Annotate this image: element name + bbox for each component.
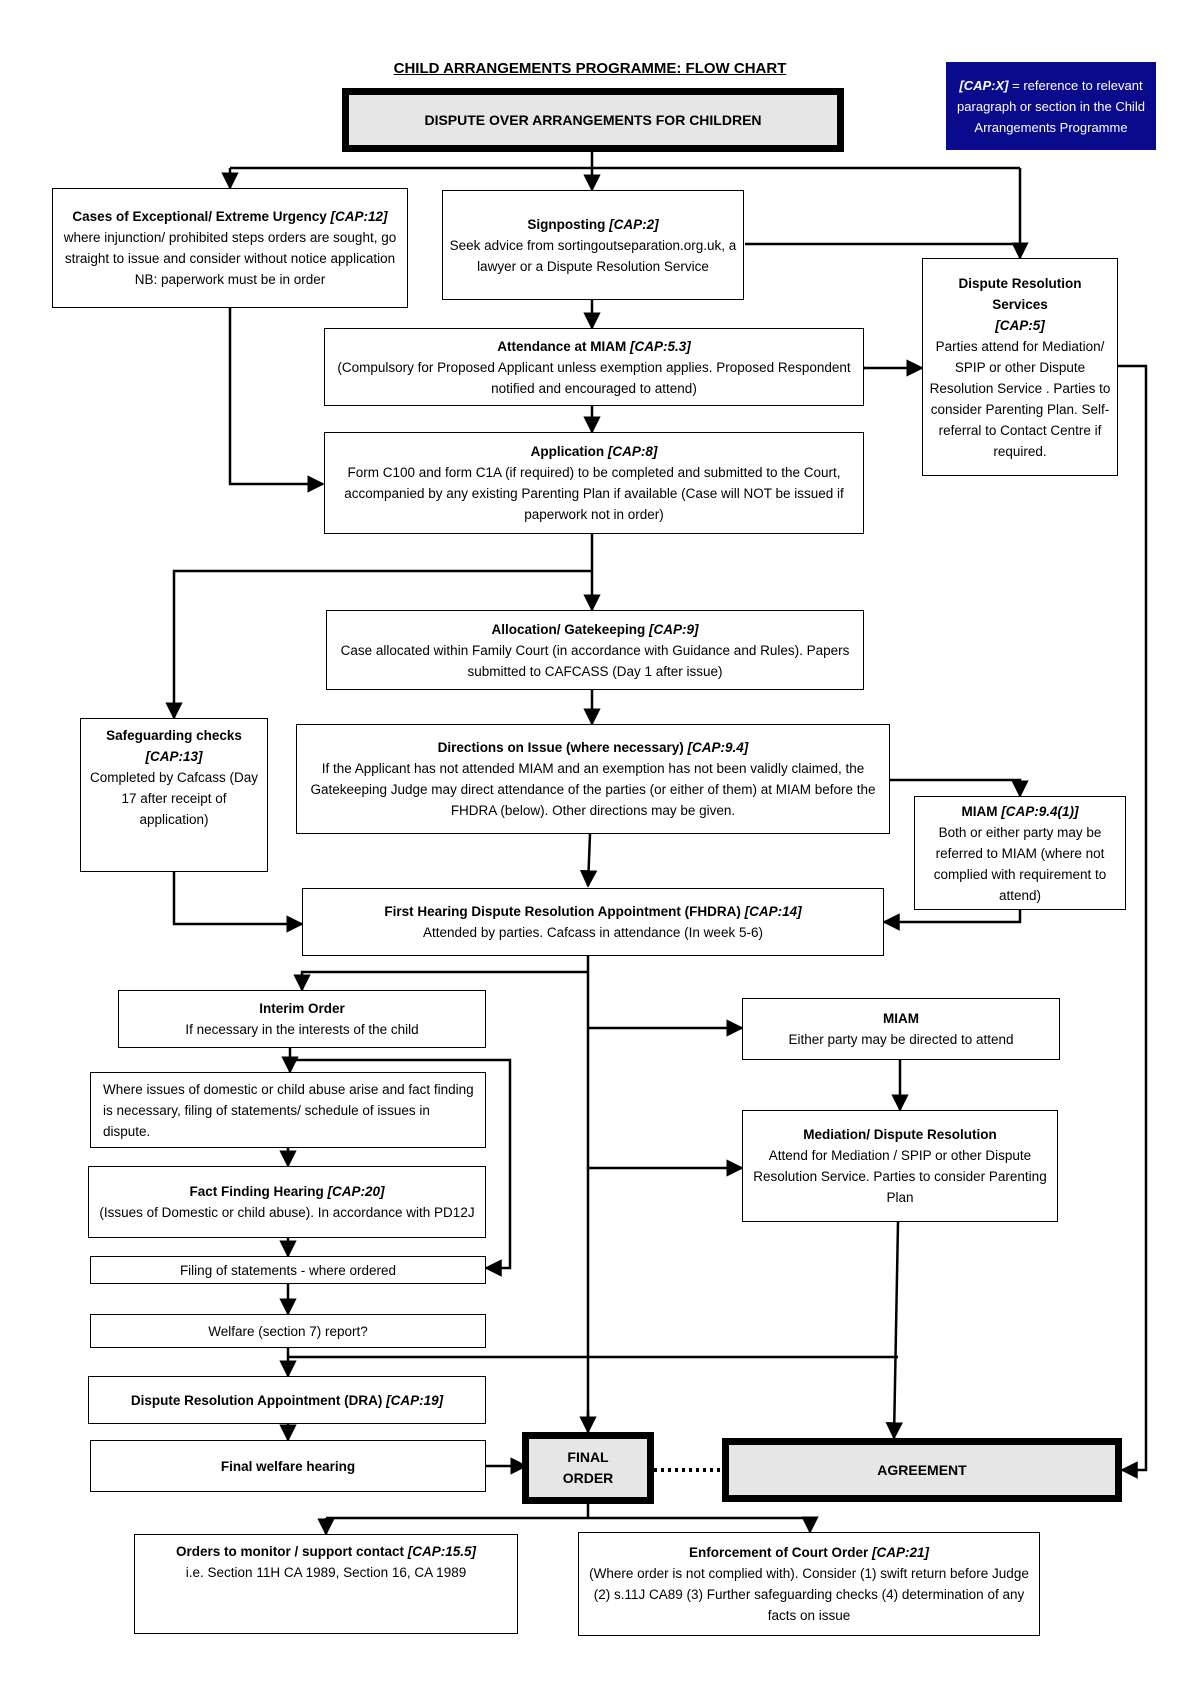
orders-box: Orders to monitor / support contact [CAP… (134, 1534, 518, 1634)
dra-title: Dispute Resolution Appointment (DRA) (130, 1392, 383, 1408)
final-order-box: FINAL ORDER (522, 1432, 654, 1504)
miam2-text: Both or either party may be referred to … (933, 824, 1107, 903)
drs-ref: [CAP:5] (995, 317, 1045, 333)
legend-box: [CAP:X] = reference to relevant paragrap… (946, 62, 1156, 150)
miam-title: Attendance at MIAM (497, 338, 627, 354)
enforcement-title: Enforcement of Court Order (688, 1545, 869, 1560)
miam3-title: MIAM (883, 1011, 919, 1026)
safeguarding-ref: [CAP:13] (145, 749, 203, 764)
enforcement-ref: [CAP:21] (872, 1545, 930, 1560)
miam3-text: Either party may be directed to attend (788, 1032, 1014, 1047)
miam3-box: MIAM Either party may be directed to att… (742, 998, 1060, 1060)
finalwelfare-box: Final welfare hearing (90, 1440, 486, 1492)
fhdra-box: First Hearing Dispute Resolution Appoint… (302, 888, 884, 956)
urgency-box: Cases of Exceptional/ Extreme Urgency [C… (52, 188, 408, 308)
signposting-ref: [CAP:2] (609, 216, 659, 232)
dra-box: Dispute Resolution Appointment (DRA) [CA… (88, 1376, 486, 1424)
drs-title: Dispute Resolution Services (958, 275, 1082, 312)
fhdra-text: Attended by parties. Cafcass in attendan… (423, 925, 763, 940)
mediation-title: Mediation/ Dispute Resolution (803, 1127, 997, 1142)
miam-box: Attendance at MIAM [CAP:5.3] (Compulsory… (324, 328, 864, 406)
enforcement-text: (Where order is not complied with). Cons… (589, 1566, 1029, 1623)
drs-box: Dispute Resolution Services [CAP:5] Part… (922, 258, 1118, 476)
signposting-title: Signposting (527, 216, 606, 232)
safeguarding-title: Safeguarding checks (106, 728, 242, 743)
orders-text: i.e. Section 11H CA 1989, Section 16, CA… (185, 1565, 467, 1580)
miam2-ref: [CAP:9.4(1)] (1001, 803, 1079, 819)
legend-text: = reference to relevant paragraph or sec… (957, 77, 1145, 135)
agreement-box: AGREEMENT (722, 1438, 1122, 1502)
miam-ref: [CAP:5.3] (630, 338, 691, 354)
directions-box: Directions on Issue (where necessary) [C… (296, 724, 890, 834)
directions-text: If the Applicant has not attended MIAM a… (310, 761, 876, 818)
filing-text: Filing of statements - where ordered (179, 1262, 397, 1278)
application-title: Application (530, 444, 605, 459)
allocation-text: Case allocated within Family Court (in a… (340, 642, 850, 679)
application-box: Application [CAP:8] Form C100 and form C… (324, 432, 864, 534)
final-order-text: FINAL ORDER (562, 1449, 614, 1486)
miam2-title: MIAM (961, 803, 998, 819)
application-ref: [CAP:8] (607, 444, 658, 459)
chart-title: CHILD ARRANGEMENTS PROGRAMME: FLOW CHART (393, 60, 787, 77)
domestic-box: Where issues of domestic or child abuse … (90, 1072, 486, 1148)
safeguarding-text: Completed by Cafcass (Day 17 after recei… (89, 770, 259, 827)
mediation-box: Mediation/ Dispute Resolution Attend for… (742, 1110, 1058, 1222)
allocation-box: Allocation/ Gatekeeping [CAP:9] Case all… (326, 610, 864, 690)
factfinding-text: (Issues of Domestic or child abuse). In … (99, 1205, 475, 1220)
urgency-text: where injunction/ prohibited steps order… (63, 230, 397, 266)
urgency-title: Cases of Exceptional/ Extreme Urgency (72, 209, 327, 224)
interim-text: If necessary in the interests of the chi… (185, 1022, 419, 1037)
factfinding-ref: [CAP:20] (327, 1184, 385, 1199)
orders-title: Orders to monitor / support contact (175, 1544, 404, 1559)
agreement-text: AGREEMENT (877, 1461, 967, 1478)
signposting-text: Seek advice from sortingoutseparation.or… (449, 237, 737, 274)
urgency-note: NB: paperwork must be in order (134, 272, 326, 287)
application-text: Form C100 and form C1A (if required) to … (344, 465, 844, 522)
miam2-box: MIAM [CAP:9.4(1)] Both or either party m… (914, 796, 1126, 910)
welfare-text: Welfare (section 7) report? (208, 1323, 368, 1339)
orders-ref: [CAP:15.5] (407, 1544, 477, 1559)
interim-box: Interim Order If necessary in the intere… (118, 990, 486, 1048)
dispute-text: DISPUTE OVER ARRANGEMENTS FOR CHILDREN (424, 111, 762, 128)
mediation-text: Attend for Mediation / SPIP or other Dis… (753, 1148, 1047, 1205)
miam-text: (Compulsory for Proposed Applicant unles… (337, 359, 851, 396)
factfinding-box: Fact Finding Hearing [CAP:20] (Issues of… (88, 1166, 486, 1238)
allocation-title: Allocation/ Gatekeeping (491, 621, 646, 637)
domestic-text: Where issues of domestic or child abuse … (103, 1081, 474, 1139)
urgency-ref: [CAP:12] (330, 209, 388, 224)
safeguarding-box: Safeguarding checks [CAP:13] Completed b… (80, 718, 268, 872)
dra-ref: [CAP:19] (386, 1392, 444, 1408)
signposting-box: Signposting [CAP:2] Seek advice from sor… (442, 190, 744, 300)
welfare-box: Welfare (section 7) report? (90, 1314, 486, 1348)
enforcement-box: Enforcement of Court Order [CAP:21] (Whe… (578, 1532, 1040, 1636)
directions-title: Directions on Issue (where necessary) (437, 740, 684, 755)
fhdra-title: First Hearing Dispute Resolution Appoint… (384, 904, 741, 919)
drs-text: Parties attend for Mediation/ SPIP or ot… (929, 338, 1111, 459)
fhdra-ref: [CAP:14] (744, 904, 802, 919)
directions-ref: [CAP:9.4] (687, 740, 749, 755)
factfinding-title: Fact Finding Hearing (189, 1184, 324, 1199)
interim-title: Interim Order (259, 1001, 345, 1016)
dispute-box: DISPUTE OVER ARRANGEMENTS FOR CHILDREN (342, 88, 844, 152)
legend-ref: [CAP:X] (959, 77, 1009, 93)
allocation-ref: [CAP:9] (649, 621, 699, 637)
filing-box: Filing of statements - where ordered (90, 1256, 486, 1284)
finalwelfare-text: Final welfare hearing (220, 1458, 356, 1474)
